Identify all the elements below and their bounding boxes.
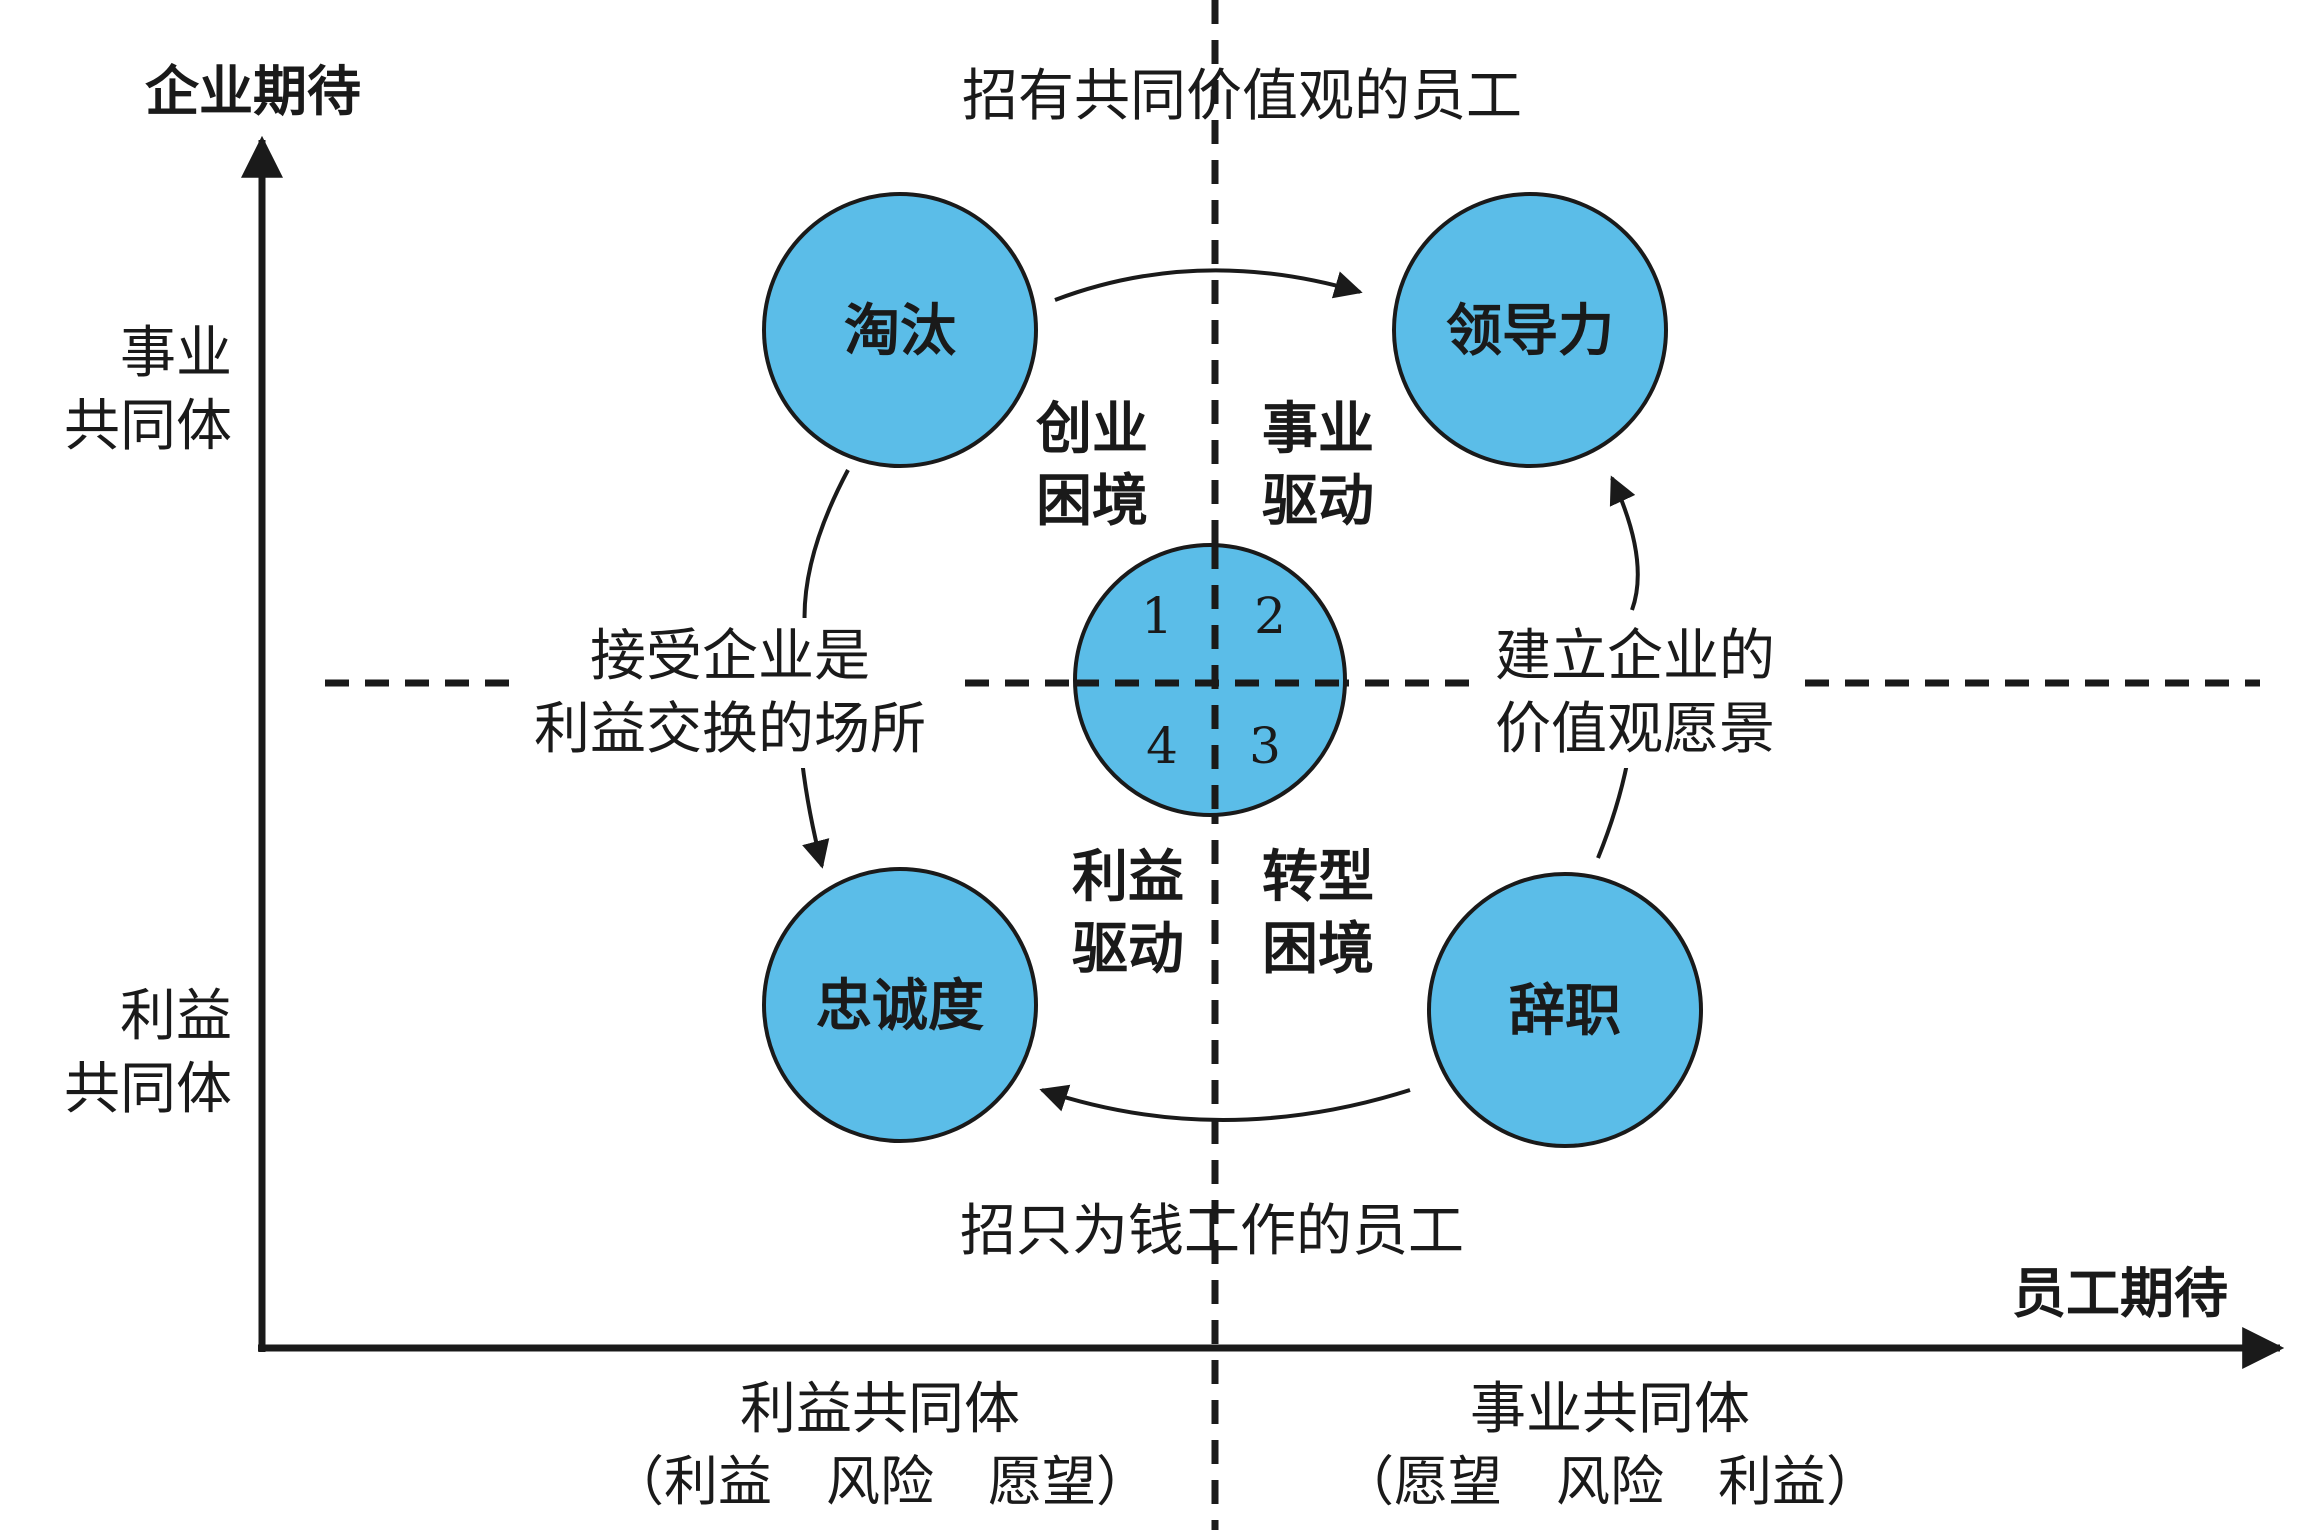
quadrant-2-line2: 驱动 bbox=[1262, 469, 1374, 534]
left-note-line1: 接受企业是 bbox=[590, 624, 870, 689]
node-loyalty-label: 忠诚度 bbox=[816, 974, 984, 1039]
quadrant-1-line1: 创业 bbox=[1036, 397, 1148, 462]
bottom-caption: 招只为钱工作的员工 bbox=[960, 1199, 1464, 1264]
x-left-label-line2: （利益 风险 愿望） bbox=[610, 1450, 1150, 1513]
left-note-line2: 利益交换的场所 bbox=[534, 697, 926, 762]
node-resign bbox=[1427, 872, 1703, 1148]
x-left-label-line1: 利益共同体 bbox=[740, 1377, 1020, 1442]
x-right-label-line2: （愿望 风险 利益） bbox=[1340, 1450, 1880, 1513]
center-number-4: 4 bbox=[1146, 717, 1178, 775]
quadrant-2-line1: 事业 bbox=[1262, 397, 1374, 462]
y-bottom-label-line1: 利益 bbox=[120, 984, 232, 1049]
y-top-label-line2: 共同体 bbox=[64, 394, 232, 459]
quadrant-1-line2: 困境 bbox=[1036, 469, 1148, 534]
node-eliminate bbox=[762, 192, 1038, 468]
node-resign-label: 辞职 bbox=[1509, 979, 1621, 1044]
right-note-line2: 价值观愿景 bbox=[1495, 697, 1775, 762]
quadrant-4-line2: 驱动 bbox=[1072, 917, 1184, 982]
arrow-resign-to-loyalty bbox=[1039, 1084, 1411, 1122]
node-loyalty bbox=[762, 867, 1038, 1143]
quadrant-3-line1: 转型 bbox=[1262, 845, 1374, 910]
center-number-1: 1 bbox=[1141, 587, 1173, 645]
quadrant-3-line2: 困境 bbox=[1262, 917, 1374, 982]
top-caption: 招有共同价值观的员工 bbox=[962, 64, 1522, 129]
quadrant-4-line1: 利益 bbox=[1072, 845, 1184, 910]
arrow-eliminate-to-leadership bbox=[1054, 268, 1363, 302]
node-leadership bbox=[1392, 192, 1668, 468]
x-right-label-line1: 事业共同体 bbox=[1470, 1377, 1750, 1442]
center-number-2: 2 bbox=[1254, 587, 1286, 645]
center-number-3: 3 bbox=[1249, 717, 1281, 775]
x-axis-title: 员工期待 bbox=[2012, 1262, 2228, 1325]
node-leadership-label: 领导力 bbox=[1446, 299, 1614, 364]
y-top-label-line1: 事业 bbox=[120, 321, 232, 386]
right-note-line1: 建立企业的 bbox=[1495, 624, 1775, 689]
y-axis-title: 企业期待 bbox=[145, 60, 361, 123]
node-eliminate-label: 淘汰 bbox=[844, 299, 956, 364]
y-bottom-label-line2: 共同体 bbox=[64, 1057, 232, 1122]
